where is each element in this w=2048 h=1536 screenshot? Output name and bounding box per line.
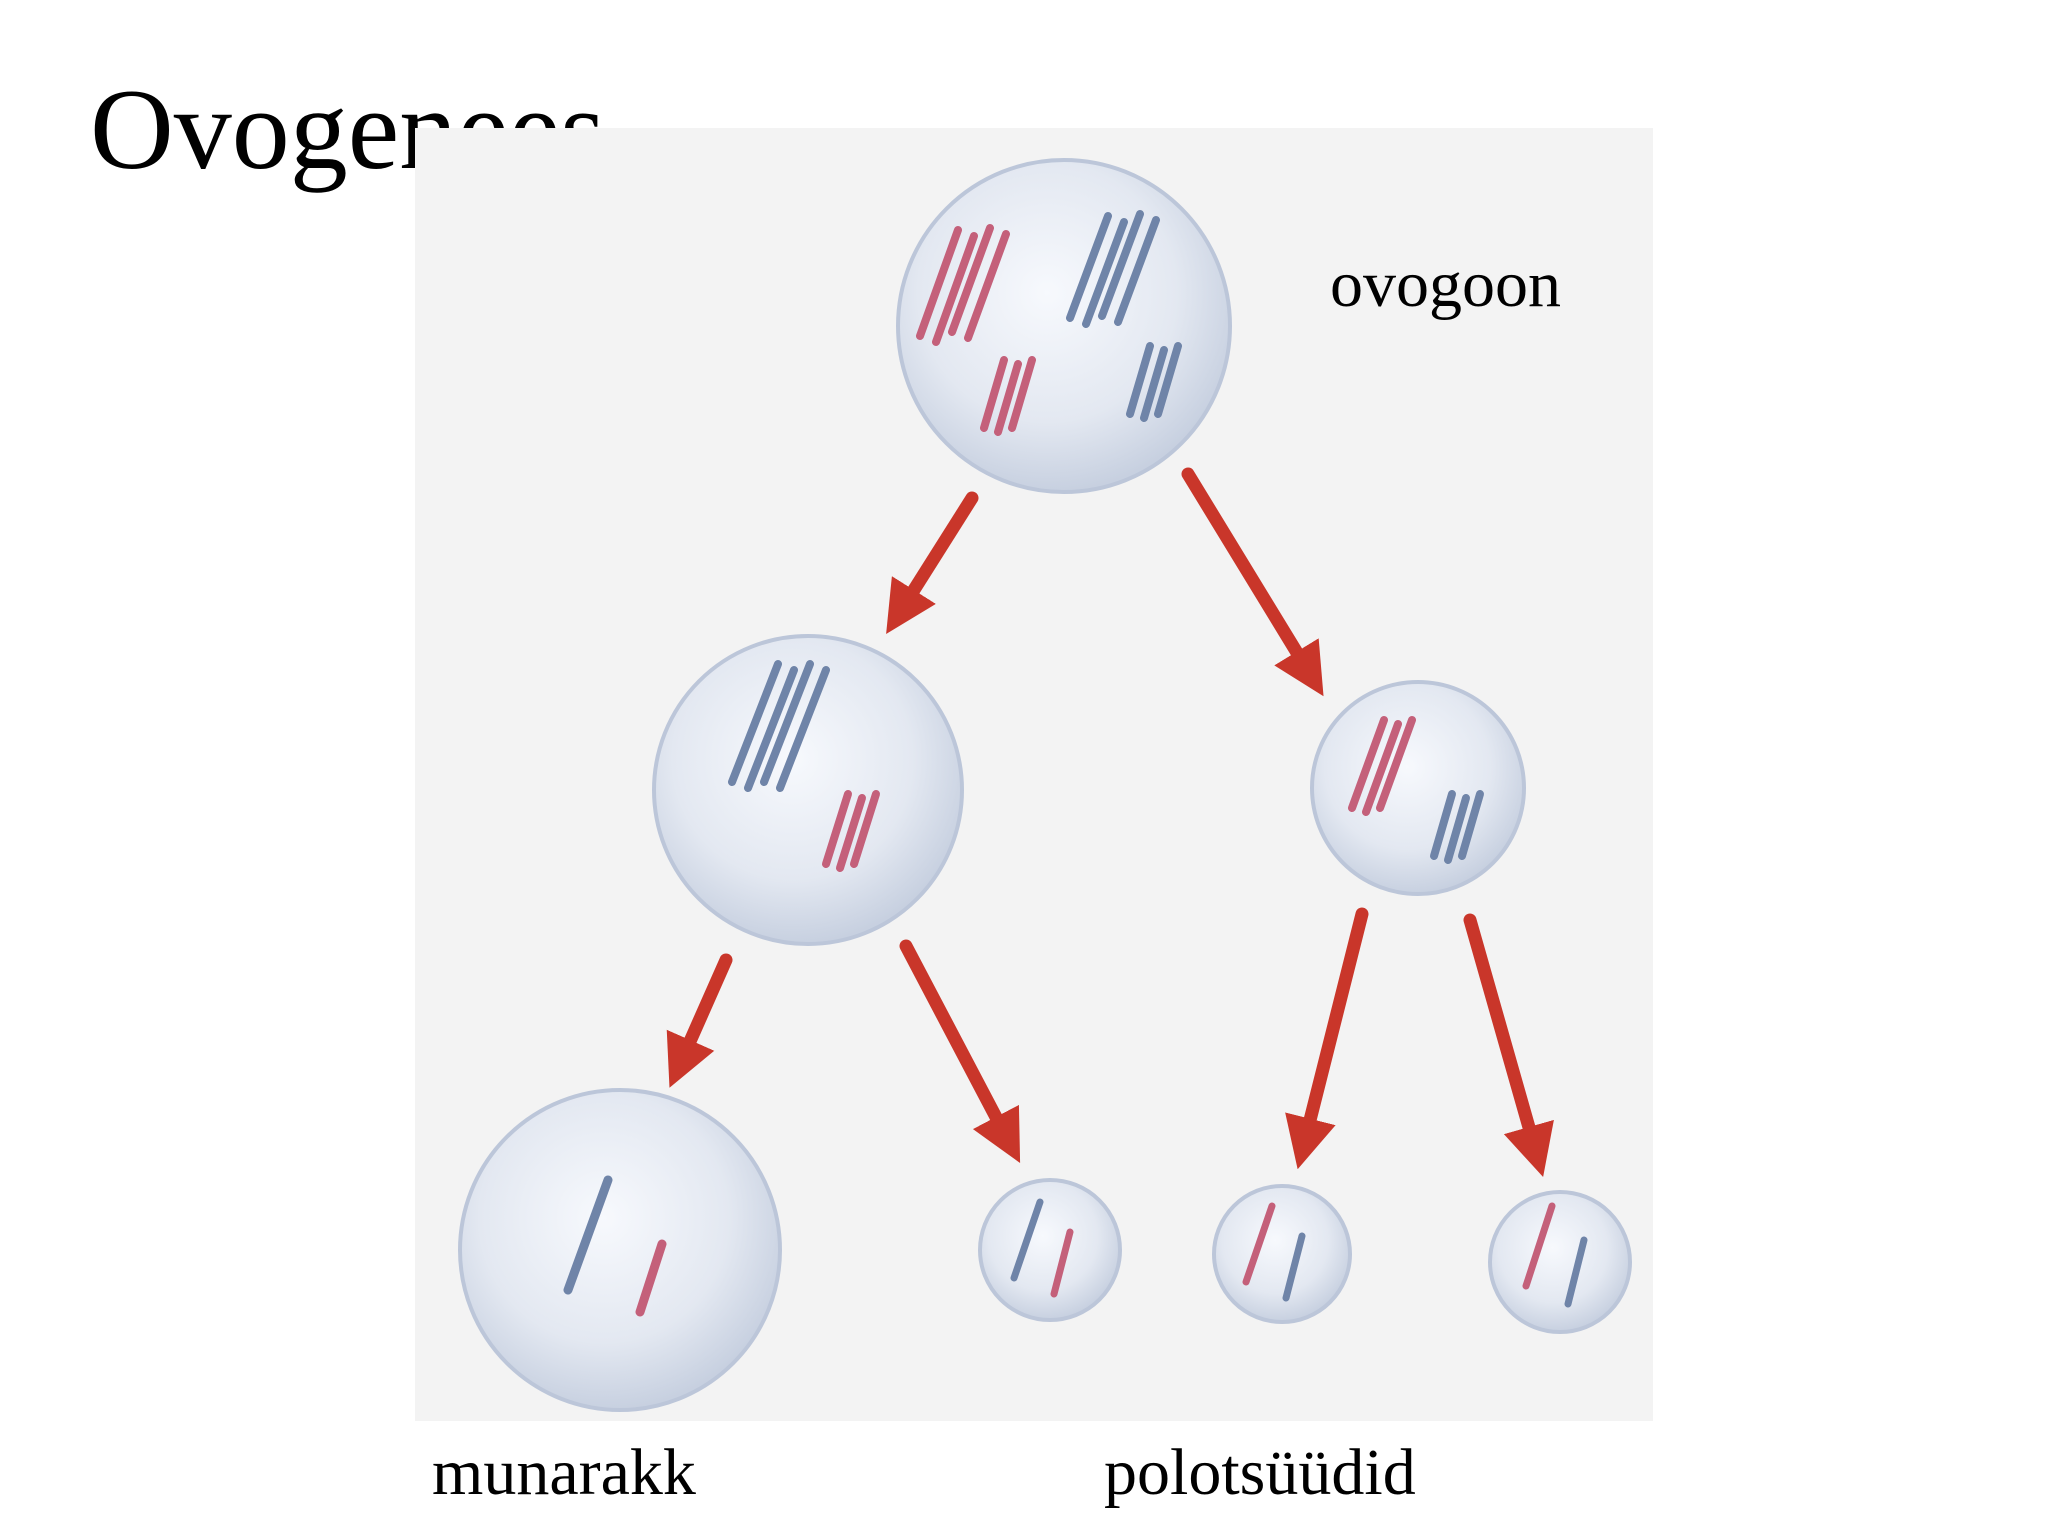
arrow-ovogoon-to-polar1 (1181, 467, 1324, 697)
egg-cell (458, 1088, 782, 1412)
arrow-ovogoon-to-oocyte2 (886, 491, 979, 634)
polar-body-a (978, 1178, 1122, 1322)
chromosome-pair-red (916, 224, 1010, 346)
arrow-polar1-to-polar-c (1463, 913, 1554, 1178)
secondary-oocyte-cell (652, 634, 964, 946)
chromosome-pair-blue (1066, 210, 1160, 328)
arrow-oocyte2-to-polar-a (899, 939, 1021, 1164)
polar-body-b (1212, 1184, 1352, 1324)
first-polar-body-cell (1310, 680, 1526, 896)
arrow-polar1-to-polar-b (1285, 907, 1369, 1170)
ovogoon-cell (896, 158, 1232, 494)
label-munarakk: munarakk (432, 1436, 696, 1509)
arrows (666, 467, 1554, 1178)
label-polotsuudid: polotsüüdid (1104, 1436, 1416, 1509)
polar-body-c (1488, 1190, 1632, 1334)
arrow-oocyte2-to-egg (666, 953, 733, 1088)
label-ovogoon: ovogoon (1330, 248, 1561, 321)
